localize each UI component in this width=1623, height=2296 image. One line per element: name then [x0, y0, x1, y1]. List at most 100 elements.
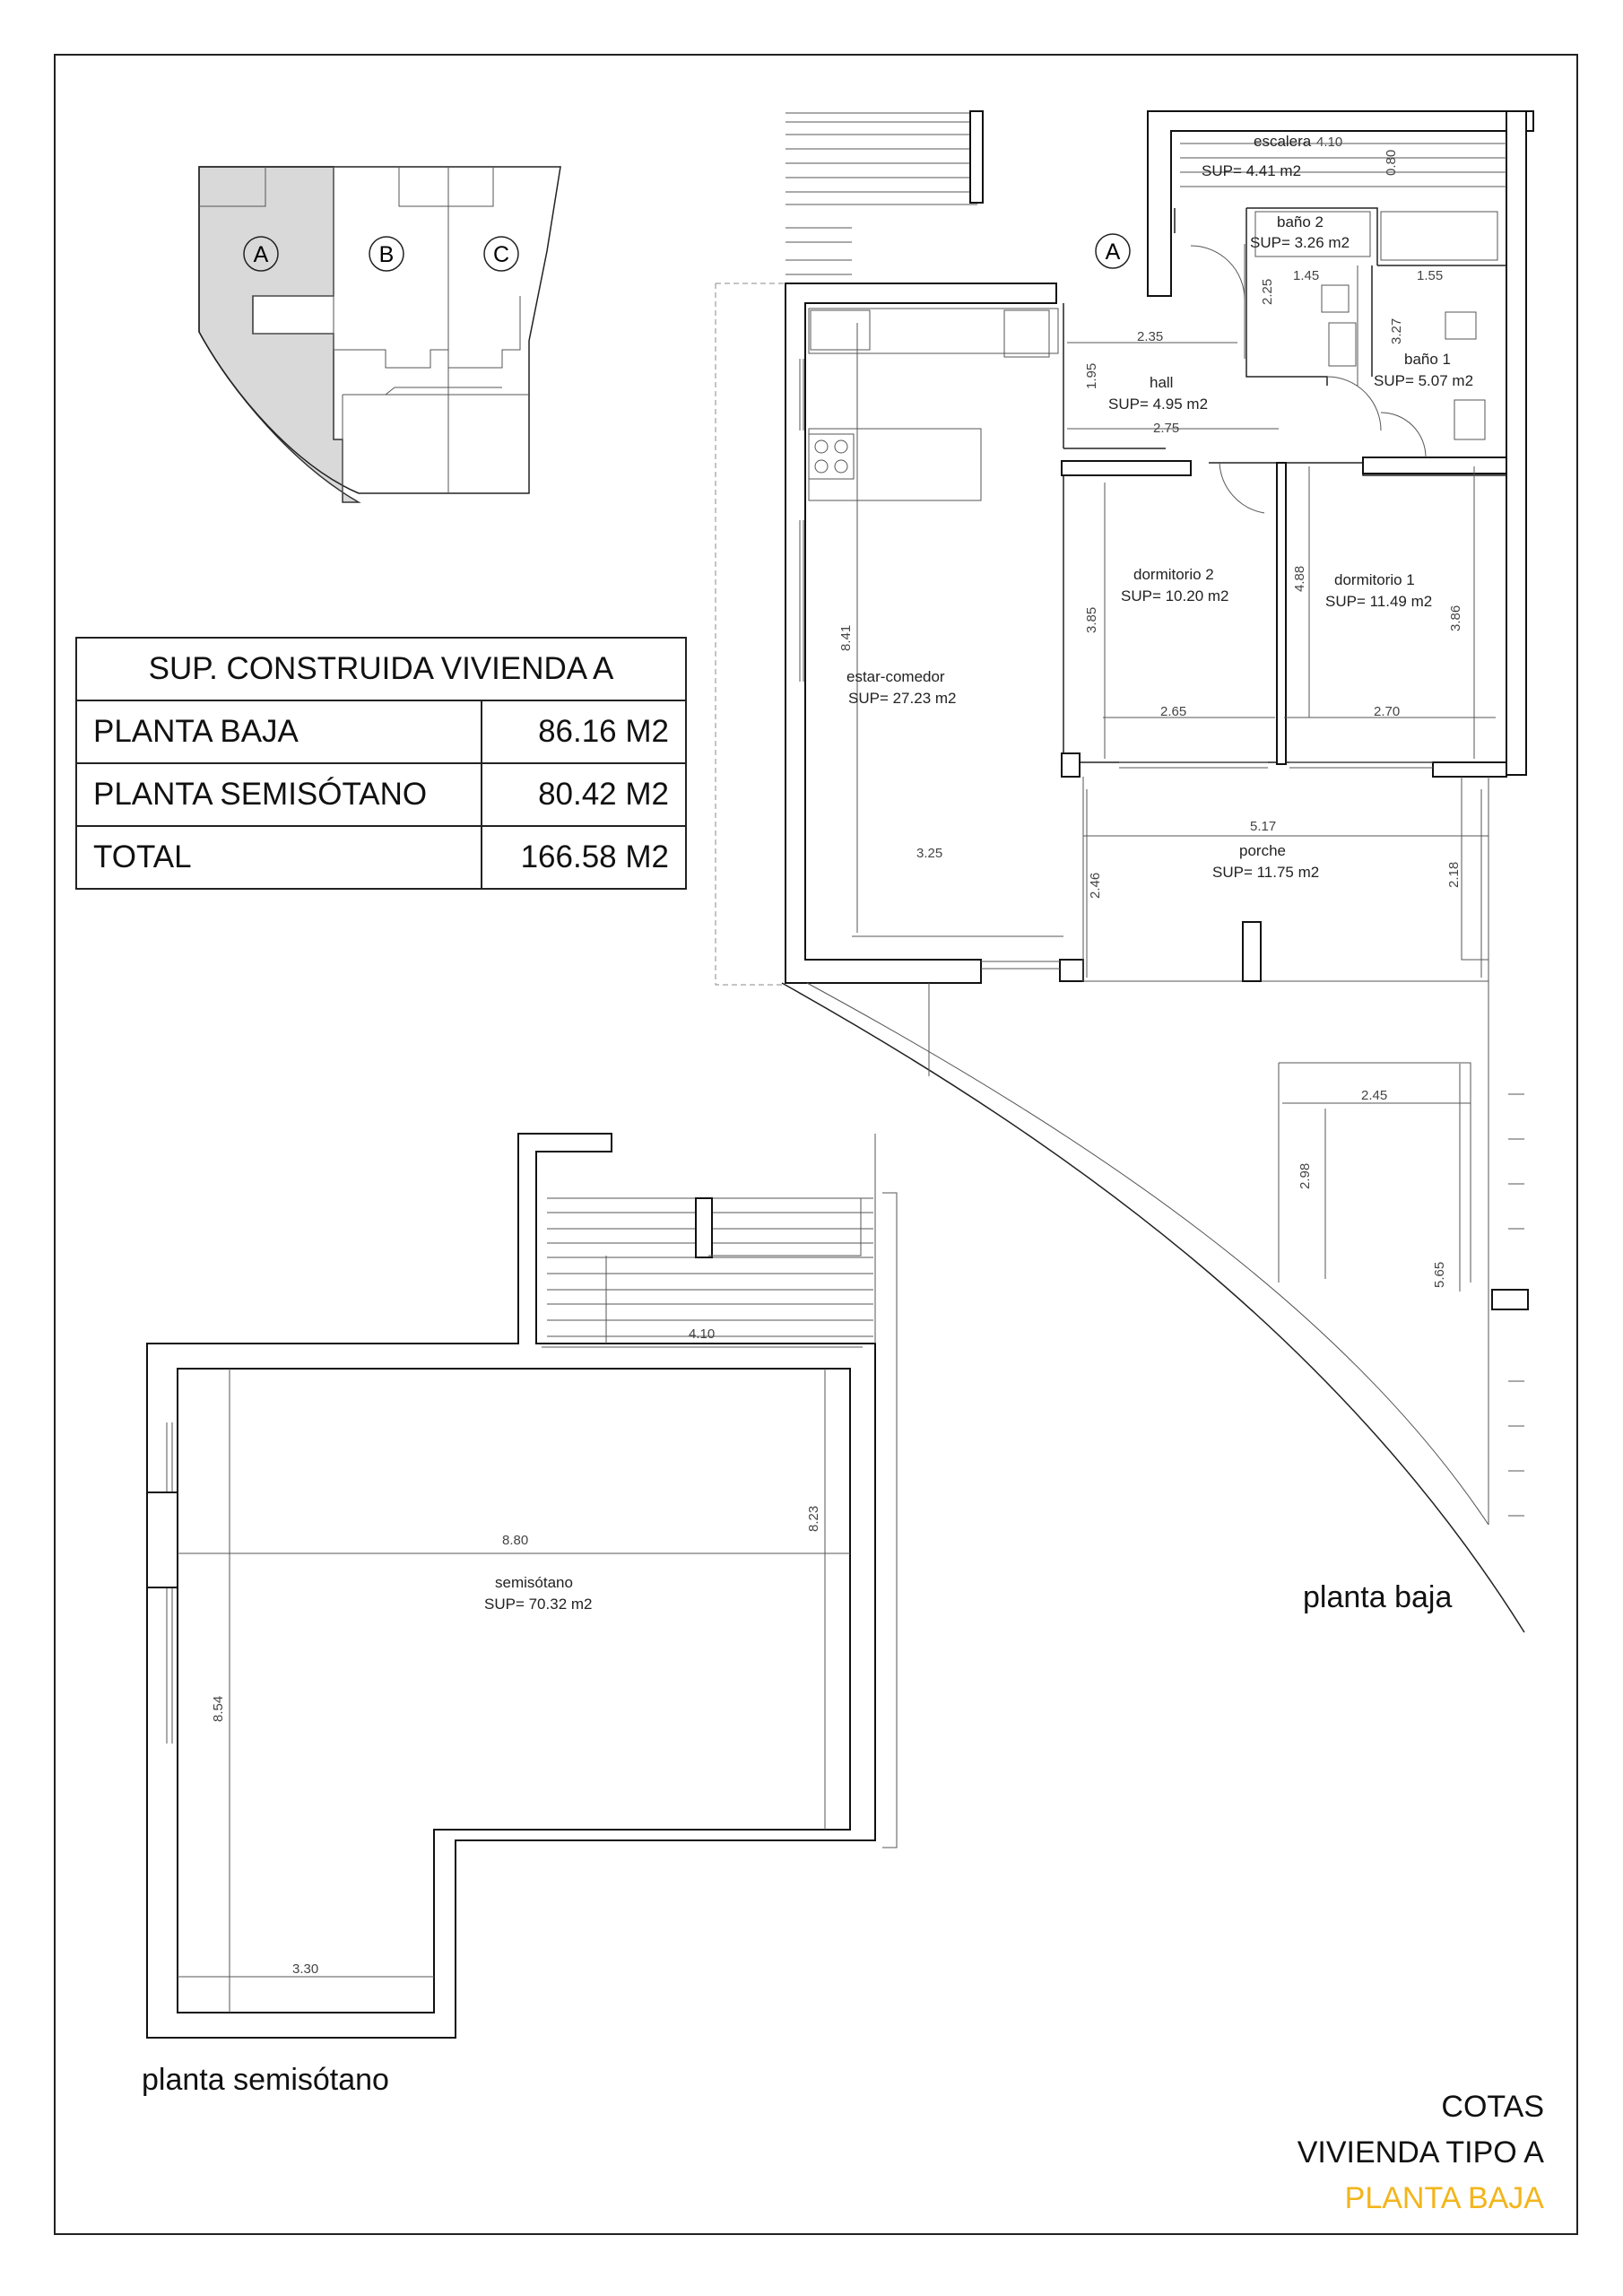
unit-c-marker [483, 236, 519, 272]
wall-dorm1 [1362, 457, 1507, 474]
unit-a-marker [243, 236, 279, 272]
dim-label: 4.10 [1316, 135, 1342, 150]
fridge-icon [1003, 309, 1050, 358]
row-value: 166.58 M2 [481, 825, 687, 890]
column [1059, 959, 1084, 982]
wall-stub-right [1432, 761, 1507, 778]
drawing-frame [54, 54, 1578, 2235]
room-area: SUP= 11.75 m2 [1212, 864, 1319, 881]
room-area: SUP= 3.26 m2 [1250, 234, 1350, 251]
dim-label: 2.65 [1160, 704, 1186, 719]
title-line-3: PLANTA BAJA [1344, 2181, 1544, 2215]
dim-label: 3.85 [1084, 607, 1099, 633]
room-area: SUP= 27.23 m2 [848, 690, 957, 707]
porch-outline [1082, 777, 1489, 982]
table-row: TOTAL 166.58 M2 [75, 825, 687, 890]
dimension-lines [852, 143, 1506, 1292]
dim-label: 3.25 [916, 846, 942, 861]
boundary-post [1491, 1289, 1529, 1310]
burner-icon [814, 439, 829, 454]
unit-b-marker [369, 236, 404, 272]
row-label: PLANTA BAJA [75, 700, 482, 764]
bathtub-icon [1254, 211, 1371, 257]
dim-label: 2.45 [1361, 1088, 1387, 1103]
burner-icon [834, 459, 848, 474]
dim-label: 3.30 [292, 1961, 318, 1977]
room-name: porche [1239, 842, 1286, 859]
burner-icon [834, 439, 848, 454]
section-marker [1095, 233, 1131, 269]
exterior-wall-stair [1147, 110, 1534, 297]
row-label: TOTAL [75, 825, 482, 890]
dim-label: 3.27 [1389, 318, 1404, 344]
area-table-title: SUP. CONSTRUIDA VIVIENDA A [75, 637, 687, 701]
plot-boundary-curve [781, 982, 1525, 1633]
dim-label: 5.65 [1432, 1262, 1447, 1288]
room-area: SUP= 10.20 m2 [1121, 587, 1229, 604]
dim-label: 2.18 [1446, 862, 1462, 888]
unit-a-label: A [254, 242, 269, 267]
basement-exterior-wall [146, 1133, 876, 2039]
living-windows [799, 359, 804, 682]
room-area: SUP= 70.32 m2 [484, 1596, 593, 1613]
kitchen-counter [808, 308, 1059, 354]
washbasin-icon [1454, 399, 1486, 440]
table-row: PLANTA BAJA 86.16 M2 [75, 700, 687, 764]
plot-boundary-lines [928, 981, 1489, 1525]
dim-label: 8.41 [838, 625, 854, 651]
wall-stub [1061, 752, 1081, 778]
unit-a-highlight [198, 166, 361, 503]
basement-pier [146, 1492, 178, 1588]
row-value: 86.16 M2 [481, 700, 687, 764]
toilet-icon [1321, 284, 1350, 313]
exterior-stair [785, 112, 977, 275]
washbasin-icon [1328, 322, 1357, 367]
row-value: 80.42 M2 [481, 762, 687, 827]
wall-between-dorms [1276, 462, 1287, 765]
sink-icon [810, 309, 871, 351]
section-marker-label: A [1106, 239, 1121, 265]
basement-dimension-lines [178, 1346, 863, 2013]
basement-stair-wall [708, 1134, 898, 1848]
room-area: SUP= 5.07 m2 [1374, 372, 1473, 389]
key-plan: A B C [198, 166, 561, 503]
dim-label: 2.75 [1153, 421, 1179, 436]
dim-label: 5.17 [1250, 819, 1276, 834]
dim-label: 1.95 [1084, 363, 1099, 389]
room-area: SUP= 4.95 m2 [1108, 396, 1208, 413]
basement-plan: 4.10 8.80 8.23 8.54 3.30 semisótano SUP=… [146, 1133, 898, 2039]
room-name: semisótano [495, 1574, 573, 1591]
room-name: dormitorio 1 [1334, 571, 1415, 588]
exterior-rail [1508, 1093, 1524, 1517]
room-area: SUP= 11.49 m2 [1325, 593, 1432, 610]
dim-label: 2.25 [1260, 279, 1275, 305]
dim-label: 8.54 [211, 1696, 226, 1722]
key-plan-outline [198, 166, 561, 494]
table-row: PLANTA SEMISÓTANO 80.42 M2 [75, 762, 687, 827]
ground-floor-caption: planta baja [1303, 1580, 1453, 1614]
title-line-2: VIVIENDA TIPO A [1297, 2135, 1544, 2170]
dim-label: 1.55 [1417, 268, 1443, 283]
title-line-1: COTAS [1441, 2090, 1544, 2124]
dim-label: 4.88 [1292, 566, 1307, 592]
bedroom-windows [981, 761, 1433, 970]
basement-caption: planta semisótano [142, 2063, 389, 2097]
plot-boundary-curve-inner [806, 982, 1489, 1526]
terrace-outline [715, 283, 785, 986]
room-name: dormitorio 2 [1133, 566, 1214, 583]
ground-floor-plan: A escalera SUP= 4.41 m2 4.10 0.80 baño 2… [715, 110, 1534, 1633]
unit-c-label: C [493, 242, 509, 267]
title-block: COTAS VIVIENDA TIPO A PLANTA BAJA [1298, 2084, 1544, 2222]
room-name: hall [1150, 374, 1173, 391]
dim-label: 2.70 [1374, 704, 1400, 719]
dim-label: 2.98 [1298, 1163, 1313, 1189]
toilet-icon [1445, 311, 1477, 340]
porch-pillar [1242, 921, 1262, 982]
basement-windows [166, 1422, 173, 1744]
dim-label: 4.10 [689, 1326, 715, 1342]
dim-label: 2.46 [1088, 873, 1103, 899]
dim-label: 8.80 [502, 1533, 528, 1548]
room-area: SUP= 4.41 m2 [1202, 162, 1301, 179]
cooktop-icon [808, 433, 855, 480]
